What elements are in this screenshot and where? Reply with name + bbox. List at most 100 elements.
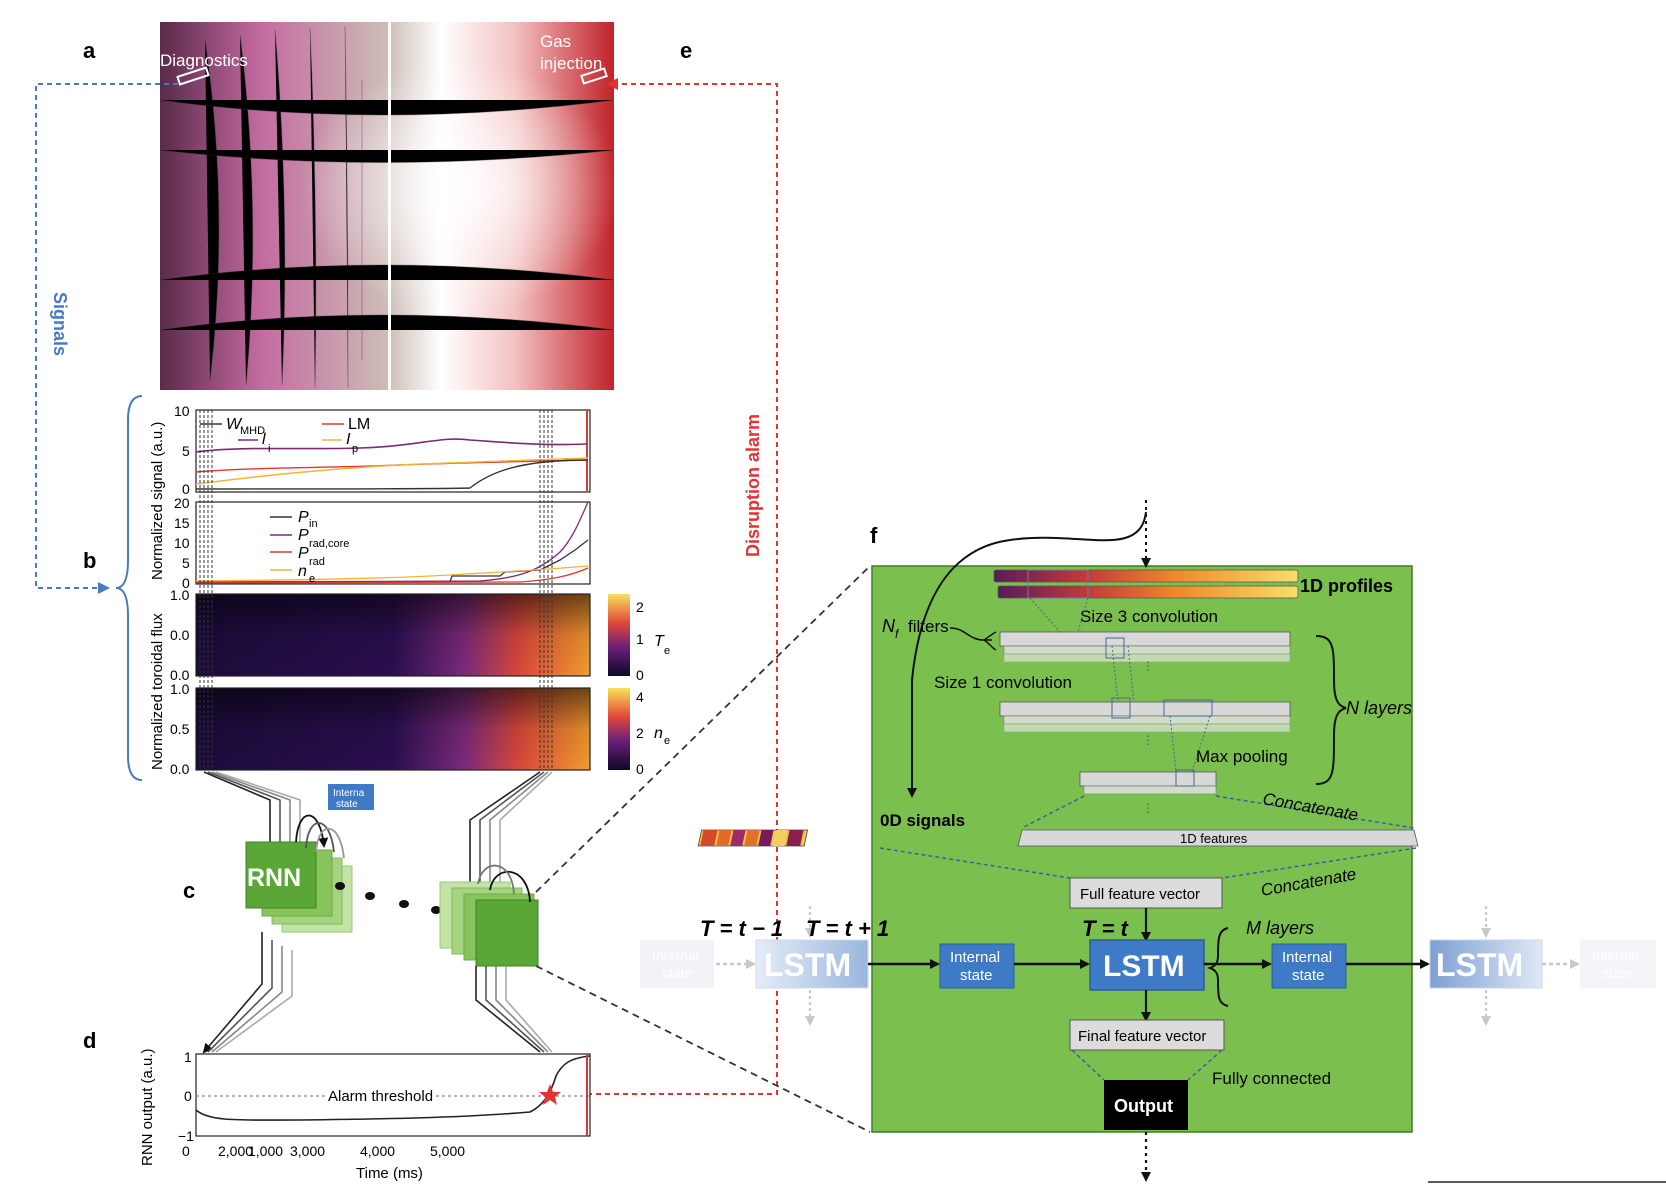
rnn-internal-state-line2: state	[336, 799, 358, 810]
te-ytick-3: 0.0	[170, 667, 190, 683]
te-cbar-tick-2: 2	[636, 599, 644, 615]
internal-state-left-2: state	[960, 967, 993, 984]
te-label-sub: e	[664, 645, 670, 657]
xtick-1000: 1,000	[248, 1143, 283, 1159]
te-ytick-2: 0.0	[170, 627, 190, 643]
legend-pin: P	[298, 509, 309, 526]
xtick-4000: 4,000	[360, 1143, 395, 1159]
xtick-3000: 3,000	[290, 1143, 325, 1159]
te-cbar-tick-1: 1	[636, 631, 644, 647]
n-layers-brace	[1315, 635, 1347, 785]
size1-convolution-label: Size 1 convolution	[934, 673, 1072, 692]
legend-ne: n	[298, 563, 307, 580]
plot1-ytick-10: 10	[174, 403, 190, 419]
plot-zero-d-signals-1	[195, 409, 591, 493]
panel-letter-e: e	[680, 38, 692, 63]
rnn-output-lines	[202, 932, 553, 1054]
conv-layers: ⋮ ⋮ ⋮	[999, 597, 1291, 815]
plot1-ytick-5: 5	[182, 443, 190, 459]
m-layers-brace	[1206, 927, 1229, 1007]
size3-convolution-label: Size 3 convolution	[1080, 607, 1218, 626]
legend-pin-sub: in	[309, 518, 318, 530]
one-d-features-label: 1D features	[1180, 831, 1248, 846]
heatmap-te	[195, 593, 630, 677]
te-label: T	[654, 633, 665, 650]
tokamak-photo	[159, 22, 615, 390]
plot-zero-d-signals-2	[195, 501, 591, 585]
svg-text:⋮: ⋮	[1142, 801, 1154, 815]
svg-text:⋮: ⋮	[1142, 659, 1154, 673]
final-feature-vector-box	[1069, 1019, 1225, 1051]
plot2-ytick-0: 0	[182, 575, 190, 591]
gas-injection-label-2: injection	[540, 54, 602, 73]
ne-ytick-2: 0.5	[170, 721, 190, 737]
zero-d-signals-label: 0D signals	[880, 811, 965, 830]
rnn-boxes-right	[439, 881, 539, 967]
legend-ip-sub: p	[352, 443, 358, 455]
diagnostics-label: Diagnostics	[160, 51, 248, 70]
legend-wmhd-sub: MHD	[240, 425, 265, 437]
disruption-alarm-label: Disruption alarm	[743, 414, 763, 557]
alarm-threshold-label: Alarm threshold	[328, 1088, 433, 1105]
time-step-t: T = t	[1082, 916, 1130, 941]
ne-cbar-tick-4: 4	[636, 689, 644, 705]
m-layers-m: M layers	[1246, 918, 1314, 938]
panel-letter-d: d	[83, 1028, 96, 1053]
disruption-alarm-arrow	[578, 78, 778, 1095]
lstm-faded-right-label: LSTM	[1436, 947, 1523, 983]
signals-label: Signals	[50, 292, 70, 356]
legend-li: l	[262, 431, 266, 448]
concat1-line-left	[1021, 795, 1085, 829]
rnn-output-ylabel: RNN output (a.u.)	[139, 1048, 156, 1166]
rnn-internal-state-box	[328, 784, 374, 810]
plot2-ytick-5: 5	[182, 555, 190, 571]
rnn-input-lines	[203, 771, 553, 908]
ne-label: n	[654, 725, 663, 742]
filters-label: filters	[908, 617, 949, 636]
te-ytick-1: 1.0	[170, 587, 190, 603]
legend-prad-sup: rad	[309, 556, 325, 568]
full-feature-vector-label: Full feature vector	[1080, 886, 1200, 903]
internal-state-faded-right-1: Internal	[1592, 947, 1639, 963]
gas-injection-label-1: Gas	[540, 32, 571, 51]
te-cbar-tick-0: 0	[636, 667, 644, 683]
internal-state-left-1: Internal	[950, 949, 1000, 966]
internal-state-faded-left-2: state	[662, 965, 693, 981]
ne-ytick-1: 1.0	[170, 681, 190, 697]
time-step-t-plus-1: T = t + 1	[806, 916, 889, 941]
panel-letter-c: c	[183, 878, 195, 903]
ne-cbar-tick-2: 2	[636, 725, 644, 741]
ylabel-toroidal-flux: Normalized toroidal flux	[149, 613, 166, 770]
plot-rnn-output	[195, 1053, 591, 1137]
plot2-ytick-10: 10	[174, 535, 190, 551]
heatmap-ne	[195, 687, 630, 771]
n-layers-label: N layers	[1346, 698, 1412, 718]
zero-d-route-curve	[907, 511, 1147, 798]
rnn-label: RNN	[247, 864, 301, 892]
concat2-line-right	[1221, 847, 1417, 879]
output-box	[1104, 1080, 1188, 1130]
ylabel-normalized-signal: Normalized signal (a.u.)	[149, 422, 166, 580]
xtick-0: 0	[182, 1143, 190, 1159]
zoom-line-top	[535, 565, 871, 893]
panel-letter-a: a	[83, 38, 96, 63]
rnn-output-ytick-0: 0	[184, 1088, 192, 1104]
profiles-1d-label: 1D profiles	[1300, 576, 1393, 596]
legend-pradcore-sup: rad,core	[309, 538, 349, 550]
one-d-features-bar	[1017, 829, 1419, 847]
max-pooling-label: Max pooling	[1196, 747, 1288, 766]
legend-wmhd: W	[226, 416, 243, 433]
profiles-1d-bars	[993, 569, 1299, 599]
filters-n-sub: f	[895, 627, 900, 641]
fc-line-right	[1187, 1049, 1223, 1081]
legend-lm: LM	[348, 416, 370, 433]
zoom-line-bottom	[535, 965, 871, 1133]
fc-line-left	[1071, 1049, 1105, 1081]
plot2-ytick-15: 15	[174, 515, 190, 531]
internal-state-right-1: Internal	[1282, 949, 1332, 966]
rnn-internal-state-line1: Interna	[333, 788, 365, 799]
panel-b-bracket	[115, 395, 143, 781]
svg-text:⋮: ⋮	[1142, 733, 1154, 747]
final-feature-vector-label: Final feature vector	[1078, 1028, 1206, 1045]
